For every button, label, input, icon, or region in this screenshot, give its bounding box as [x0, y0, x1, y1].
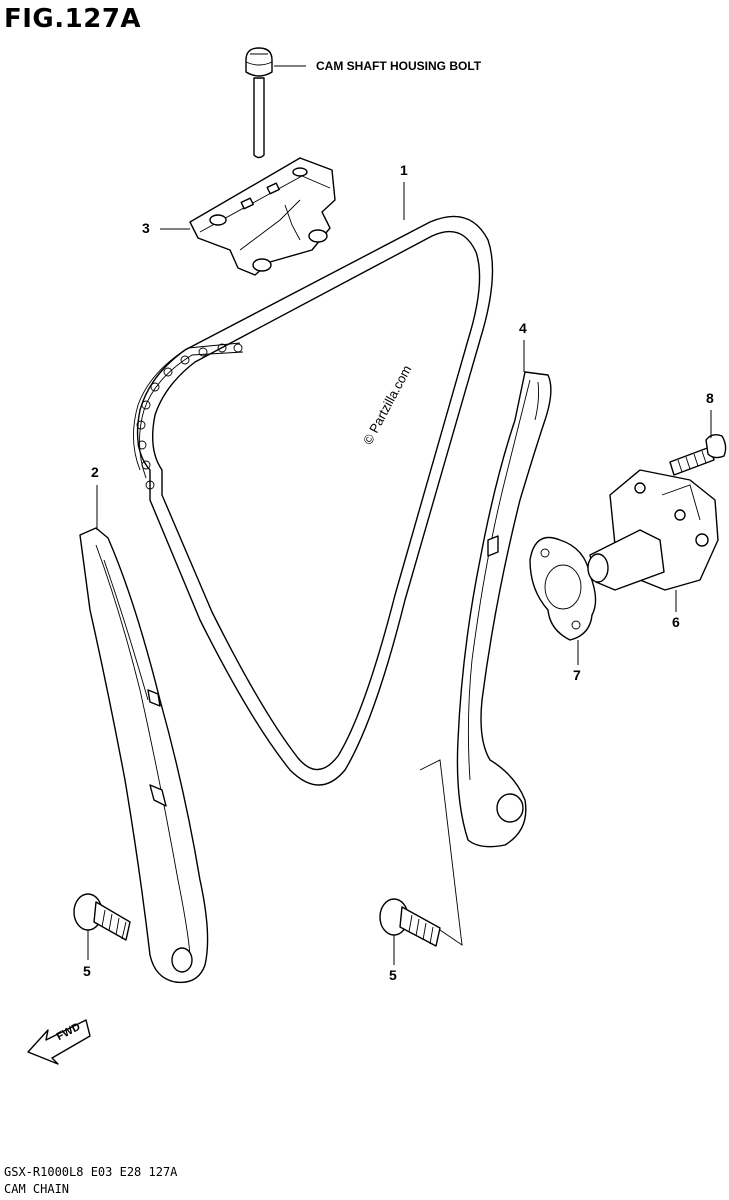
tensioner-gasket[interactable]	[529, 536, 597, 641]
callout-2[interactable]: 2	[91, 464, 99, 480]
footer-model-code: GSX-R1000L8 E03 E28 127A	[4, 1165, 178, 1179]
cam-chain[interactable]	[133, 215, 494, 786]
figure-title: FIG.127A	[4, 4, 142, 34]
callout-3[interactable]: 3	[142, 220, 150, 236]
cam-shaft-housing-bracket[interactable]	[189, 157, 336, 276]
fwd-arrow-icon	[27, 1019, 91, 1065]
guide-bolt-right[interactable]	[379, 898, 441, 947]
callout-7[interactable]: 7	[573, 667, 581, 683]
cam-chain-tensioner[interactable]	[587, 469, 719, 591]
cam-shaft-housing-bolt[interactable]	[245, 47, 273, 159]
callout-6[interactable]: 6	[672, 614, 680, 630]
cam-chain-guide-right[interactable]	[456, 371, 552, 848]
cam-shaft-housing-bolt-label: CAM SHAFT HOUSING BOLT	[316, 59, 482, 73]
callout-1[interactable]: 1	[400, 162, 408, 178]
cam-chain-guide-left[interactable]	[79, 527, 209, 984]
callout-8[interactable]: 8	[706, 390, 714, 406]
guide-bolt-left[interactable]	[73, 893, 131, 941]
callout-5-left[interactable]: 5	[83, 963, 91, 979]
callout-4[interactable]: 4	[519, 320, 527, 336]
tensioner-bolt[interactable]	[669, 433, 727, 476]
chain-links	[136, 343, 243, 490]
footer-section-name: CAM CHAIN	[4, 1182, 70, 1196]
callout-5-right[interactable]: 5	[389, 967, 397, 983]
